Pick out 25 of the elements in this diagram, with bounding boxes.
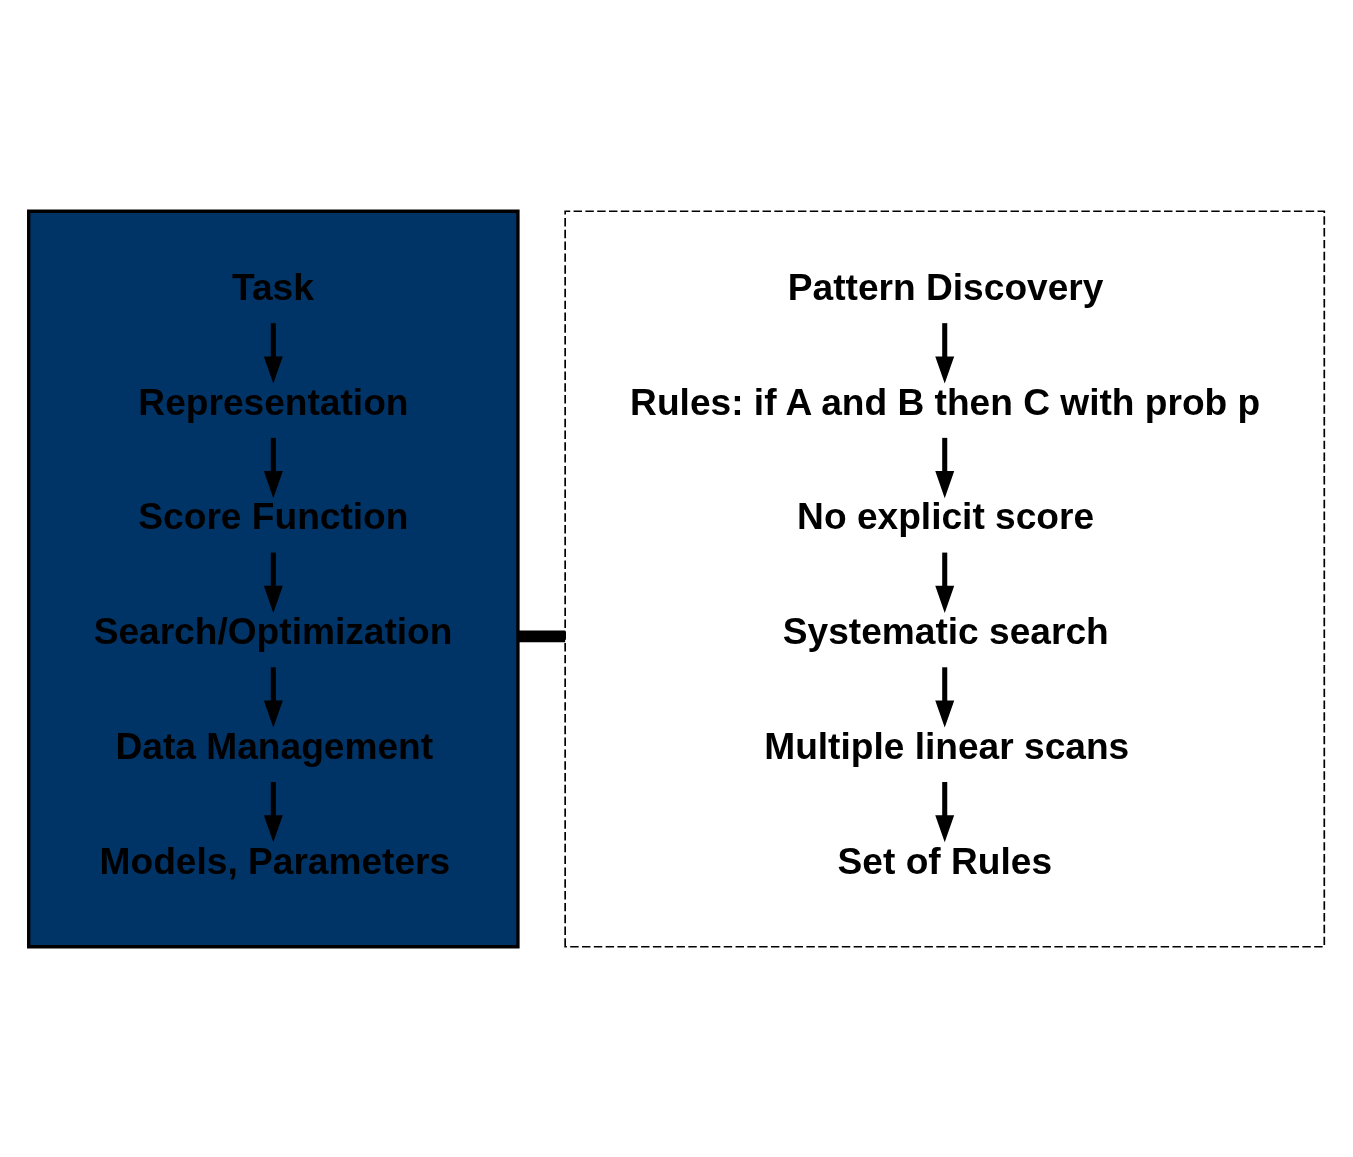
node-text: Search/Optimization [93,609,453,652]
node-text: Representation [138,380,409,423]
node-text: Multiple linear scans [764,724,1130,767]
cluster [27,209,520,948]
node-text: Pattern Discovery [787,265,1104,308]
arrow [263,322,283,383]
node-text: Systematic search [782,609,1109,652]
arrow [263,552,283,613]
arrow [263,781,283,842]
node-text: Rules: if A and B then C with prob p [630,380,1261,423]
arrow [935,666,955,728]
arrow [935,781,955,842]
arrow [263,437,283,498]
arrow [935,437,955,498]
node-text: Data Management [115,724,434,767]
connector [517,629,566,642]
node-text: No explicit score [797,494,1095,537]
node-text: Models, Parameters [99,839,451,882]
cluster [564,209,1326,948]
node-text: Task [231,265,314,308]
arrow [935,322,955,383]
node-text: Score Function [138,494,409,537]
node-text: Set of Rules [837,839,1053,882]
arrow [263,666,283,728]
arrow [935,552,955,613]
